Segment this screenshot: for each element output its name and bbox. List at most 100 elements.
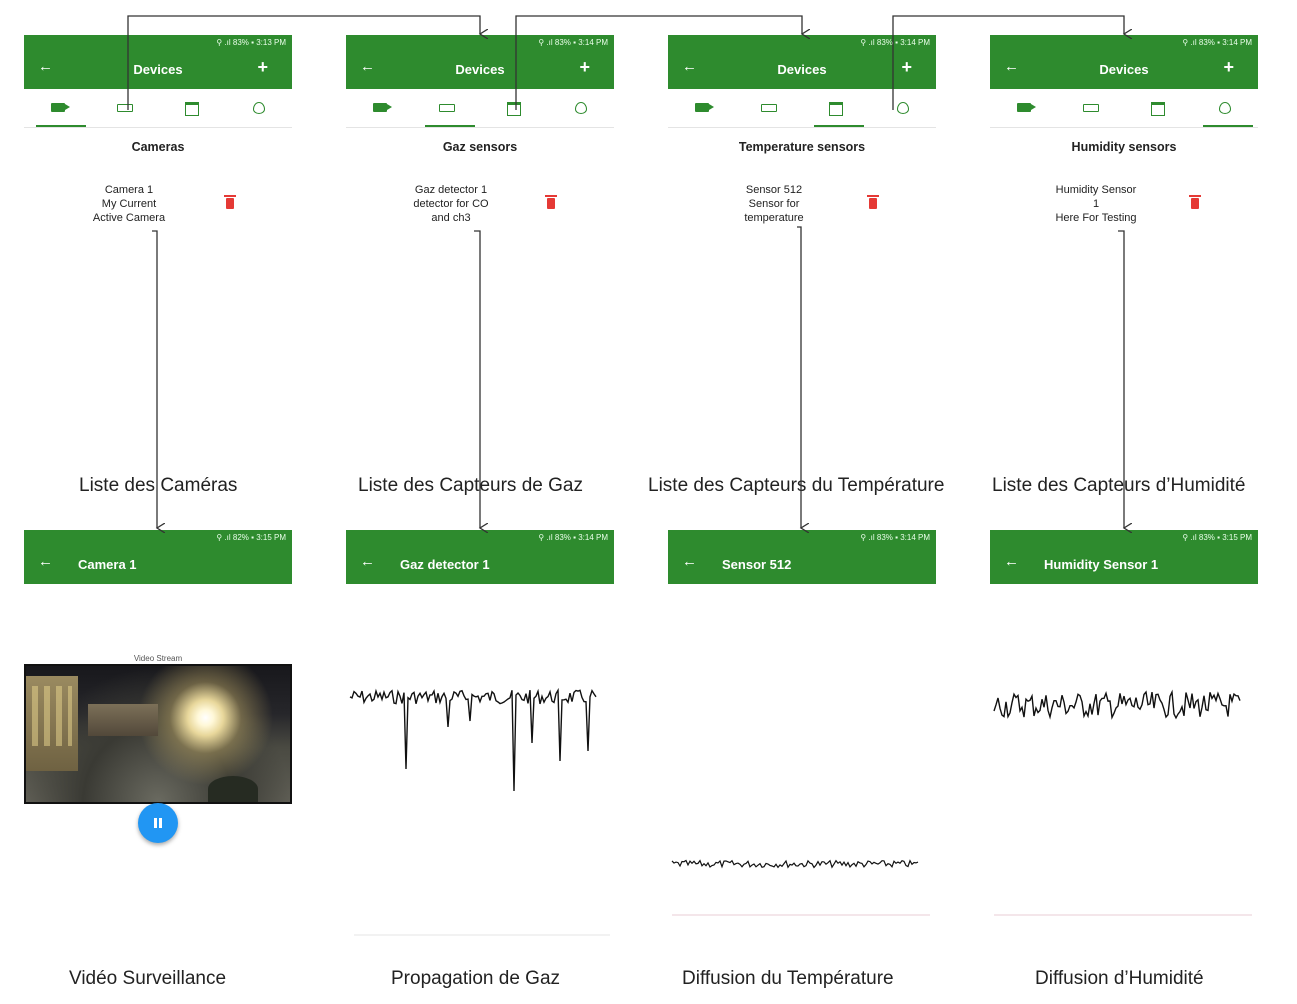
list-item-humidity-sensor-1[interactable]: Humidity Sensor 1 Here For Testing — [1055, 184, 1137, 224]
app-bar: ⚲ .ıl 83% ▪ 3:14 PM ← Sensor 512 — [668, 530, 936, 584]
tab-humidity[interactable] — [225, 99, 292, 125]
add-icon[interactable]: + — [257, 57, 268, 77]
camera-icon — [694, 103, 714, 112]
video-stream-label: Video Stream — [133, 654, 183, 663]
humidity-drop-icon — [896, 102, 909, 114]
tab-gas[interactable] — [91, 99, 158, 125]
tab-gas[interactable] — [1057, 99, 1124, 125]
gas-sensor-icon — [116, 104, 133, 112]
delete-icon[interactable] — [867, 195, 879, 209]
delete-icon[interactable] — [545, 195, 557, 209]
add-icon[interactable]: + — [901, 57, 912, 77]
tab-humidity[interactable] — [869, 99, 936, 125]
tab-cameras[interactable] — [24, 99, 91, 127]
back-arrow-icon[interactable]: ← — [360, 553, 375, 570]
temperature-sensor-icon — [506, 102, 521, 116]
status-bar: ⚲ .ıl 83% ▪ 3:13 PM — [216, 38, 286, 47]
humidity-drop-icon — [252, 102, 265, 114]
app-bar-title: Gaz detector 1 — [400, 557, 490, 572]
status-bar: ⚲ .ıl 83% ▪ 3:14 PM — [860, 38, 930, 47]
arrow-humidity-detail — [1118, 230, 1124, 528]
caption-humidity: Diffusion d’Humidité — [1035, 968, 1204, 989]
back-arrow-icon[interactable]: ← — [38, 553, 53, 570]
app-bar-title: Sensor 512 — [722, 557, 792, 572]
app-bar: ⚲ .ıl 83% ▪ 3:14 PM ← Devices + — [346, 35, 614, 89]
add-icon[interactable]: + — [1223, 57, 1234, 77]
cameras-list-screen: ⚲ .ıl 83% ▪ 3:13 PM ← Devices + — [24, 35, 292, 128]
camera-icon — [1016, 103, 1036, 112]
caption-gas-list: Liste des Capteurs de Gaz — [358, 475, 583, 496]
tab-gas[interactable] — [735, 99, 802, 125]
temperature-sensor-icon — [1150, 102, 1165, 116]
delete-icon[interactable] — [1189, 195, 1201, 209]
tab-temperature[interactable] — [158, 99, 225, 125]
device-tabs — [668, 89, 936, 128]
camera-detail-screen: ⚲ .ıl 82% ▪ 3:15 PM ← Camera 1 — [24, 530, 292, 584]
status-bar: ⚲ .ıl 82% ▪ 3:15 PM — [216, 533, 286, 542]
humidity-drop-icon — [1218, 102, 1231, 114]
app-bar-title: Devices — [133, 62, 183, 77]
tab-temperature[interactable] — [1124, 99, 1191, 125]
caption-humidity-list: Liste des Capteurs d’Humidité — [992, 475, 1246, 496]
tab-cameras[interactable] — [346, 99, 413, 125]
section-title-cameras: Cameras — [131, 140, 185, 154]
video-stream[interactable] — [24, 664, 292, 804]
humidity-drop-icon — [574, 102, 587, 114]
list-item-gas-detector-1[interactable]: Gaz detector 1 detector for CO and ch3 — [413, 184, 489, 224]
back-arrow-icon[interactable]: ← — [1004, 58, 1019, 75]
temperature-detail-screen: ⚲ .ıl 83% ▪ 3:14 PM ← Sensor 512 — [668, 530, 936, 584]
gas-sensor-icon — [1082, 104, 1099, 112]
camera-icon — [50, 103, 70, 112]
add-icon[interactable]: + — [579, 57, 590, 77]
tab-cameras[interactable] — [668, 99, 735, 125]
arrow-camera-to-gas — [127, 15, 480, 110]
arrow-camera-detail — [152, 230, 157, 528]
back-arrow-icon[interactable]: ← — [1004, 553, 1019, 570]
video-tree — [208, 776, 258, 802]
app-bar: ⚲ .ıl 83% ▪ 3:14 PM ← Devices + — [668, 35, 936, 89]
app-bar: ⚲ .ıl 83% ▪ 3:14 PM ← Devices + — [990, 35, 1258, 89]
tab-temperature[interactable] — [802, 99, 869, 127]
humidity-list-screen: ⚲ .ıl 83% ▪ 3:14 PM ← Devices + — [990, 35, 1258, 128]
tab-humidity[interactable] — [1191, 99, 1258, 127]
tab-temperature[interactable] — [480, 99, 547, 125]
app-bar: ⚲ .ıl 83% ▪ 3:15 PM ← Humidity Sensor 1 — [990, 530, 1258, 584]
tab-gas[interactable] — [413, 99, 480, 127]
humidity-detail-screen: ⚲ .ıl 83% ▪ 3:15 PM ← Humidity Sensor 1 — [990, 530, 1258, 584]
status-bar: ⚲ .ıl 83% ▪ 3:14 PM — [538, 533, 608, 542]
status-bar: ⚲ .ıl 83% ▪ 3:14 PM — [860, 533, 930, 542]
app-bar: ⚲ .ıl 83% ▪ 3:14 PM ← Gaz detector 1 — [346, 530, 614, 584]
divider — [672, 914, 930, 916]
list-item-camera-1[interactable]: Camera 1 My Current Active Camera — [92, 184, 166, 224]
gas-list-screen: ⚲ .ıl 83% ▪ 3:14 PM ← Devices + — [346, 35, 614, 128]
caption-gas: Propagation de Gaz — [391, 968, 561, 989]
caption-video: Vidéo Surveillance — [69, 968, 227, 989]
pause-button[interactable] — [138, 803, 178, 843]
back-arrow-icon[interactable]: ← — [682, 553, 697, 570]
divider — [994, 914, 1252, 916]
back-arrow-icon[interactable]: ← — [682, 58, 697, 75]
section-title-gas: Gaz sensors — [442, 140, 518, 154]
gas-sensor-icon — [438, 104, 455, 112]
back-arrow-icon[interactable]: ← — [360, 58, 375, 75]
app-bar-title: Devices — [1099, 62, 1149, 77]
app-bar: ⚲ .ıl 82% ▪ 3:15 PM ← Camera 1 — [24, 530, 292, 584]
status-bar: ⚲ .ıl 83% ▪ 3:14 PM — [1182, 38, 1252, 47]
arrow-gas-detail — [474, 230, 480, 528]
temperature-list-screen: ⚲ .ıl 83% ▪ 3:14 PM ← Devices + — [668, 35, 936, 128]
tab-humidity[interactable] — [547, 99, 614, 125]
device-tabs — [990, 89, 1258, 128]
video-building — [88, 704, 158, 736]
status-bar: ⚲ .ıl 83% ▪ 3:14 PM — [538, 38, 608, 47]
back-arrow-icon[interactable]: ← — [38, 58, 53, 75]
app-bar-title: Humidity Sensor 1 — [1044, 557, 1159, 572]
app-bar: ⚲ .ıl 83% ▪ 3:13 PM ← Devices + — [24, 35, 292, 89]
tab-cameras[interactable] — [990, 99, 1057, 125]
status-bar: ⚲ .ıl 83% ▪ 3:15 PM — [1182, 533, 1252, 542]
delete-icon[interactable] — [224, 195, 236, 209]
temperature-sensor-icon — [828, 102, 843, 116]
caption-temperature: Diffusion du Température — [682, 968, 894, 989]
caption-camera-list: Liste des Caméras — [79, 475, 238, 496]
list-item-sensor-512[interactable]: Sensor 512 Sensor for temperature — [744, 184, 804, 224]
